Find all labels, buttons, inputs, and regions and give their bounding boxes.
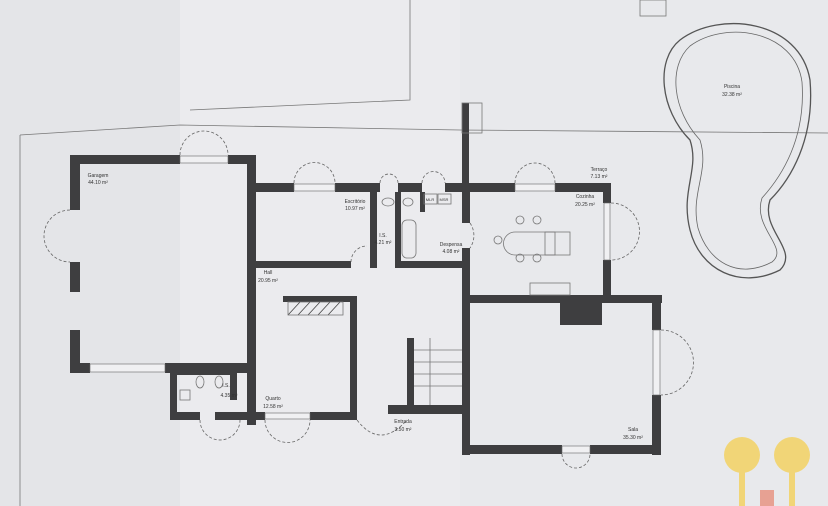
room-area: 3.50 m²	[395, 427, 412, 433]
room-area: 4.08 m²	[443, 249, 460, 255]
paper-fold	[460, 0, 828, 506]
room-name: Quarto	[265, 396, 281, 402]
appliance-label: MLR	[426, 197, 435, 202]
appliance-label: MSR	[440, 197, 449, 202]
plot-boundary	[189, 0, 411, 111]
walls	[70, 102, 662, 455]
bathroom-fixtures	[179, 197, 417, 401]
room-name: Piscina	[724, 84, 740, 90]
room-name: Escritório	[345, 199, 366, 205]
room-area: 4.21 m²	[375, 240, 392, 246]
paper-fold	[180, 0, 460, 506]
room-name: I.S.	[222, 383, 230, 389]
pool	[663, 22, 812, 279]
room-area: 12.58 m²	[263, 404, 283, 410]
room-name: Cozinha	[576, 194, 595, 200]
skylight	[639, 0, 667, 17]
appliance-mlr	[423, 193, 438, 205]
logo	[724, 437, 810, 506]
room-name: Garagem	[88, 173, 109, 179]
room-area: 7.13 m²	[591, 174, 608, 180]
room-name: Entrada	[394, 419, 412, 425]
room-area: 35.30 m²	[623, 435, 643, 441]
room-area: 10.97 m²	[345, 206, 365, 212]
room-area: 44.10 m²	[88, 180, 108, 186]
room-name: Despensa	[440, 242, 463, 248]
room-name: Terraço	[591, 167, 608, 173]
room-labels: Garagem 44.10 m² Escritório 10.97 m² I.S…	[88, 167, 644, 441]
door-swings	[43, 130, 694, 469]
room-name: Sala	[628, 427, 638, 433]
room-area: 32.38 m²	[722, 92, 742, 98]
kitchen-island	[493, 215, 571, 296]
room-area: 4.35 m²	[221, 393, 238, 399]
appliance-msr	[437, 193, 452, 205]
plot-boundary	[19, 124, 828, 136]
room-area: 20.25 m²	[575, 202, 595, 208]
room-name: I.S.	[379, 233, 387, 239]
room-area: 20.95 m²	[258, 278, 278, 284]
room-name: Hall	[264, 270, 273, 276]
